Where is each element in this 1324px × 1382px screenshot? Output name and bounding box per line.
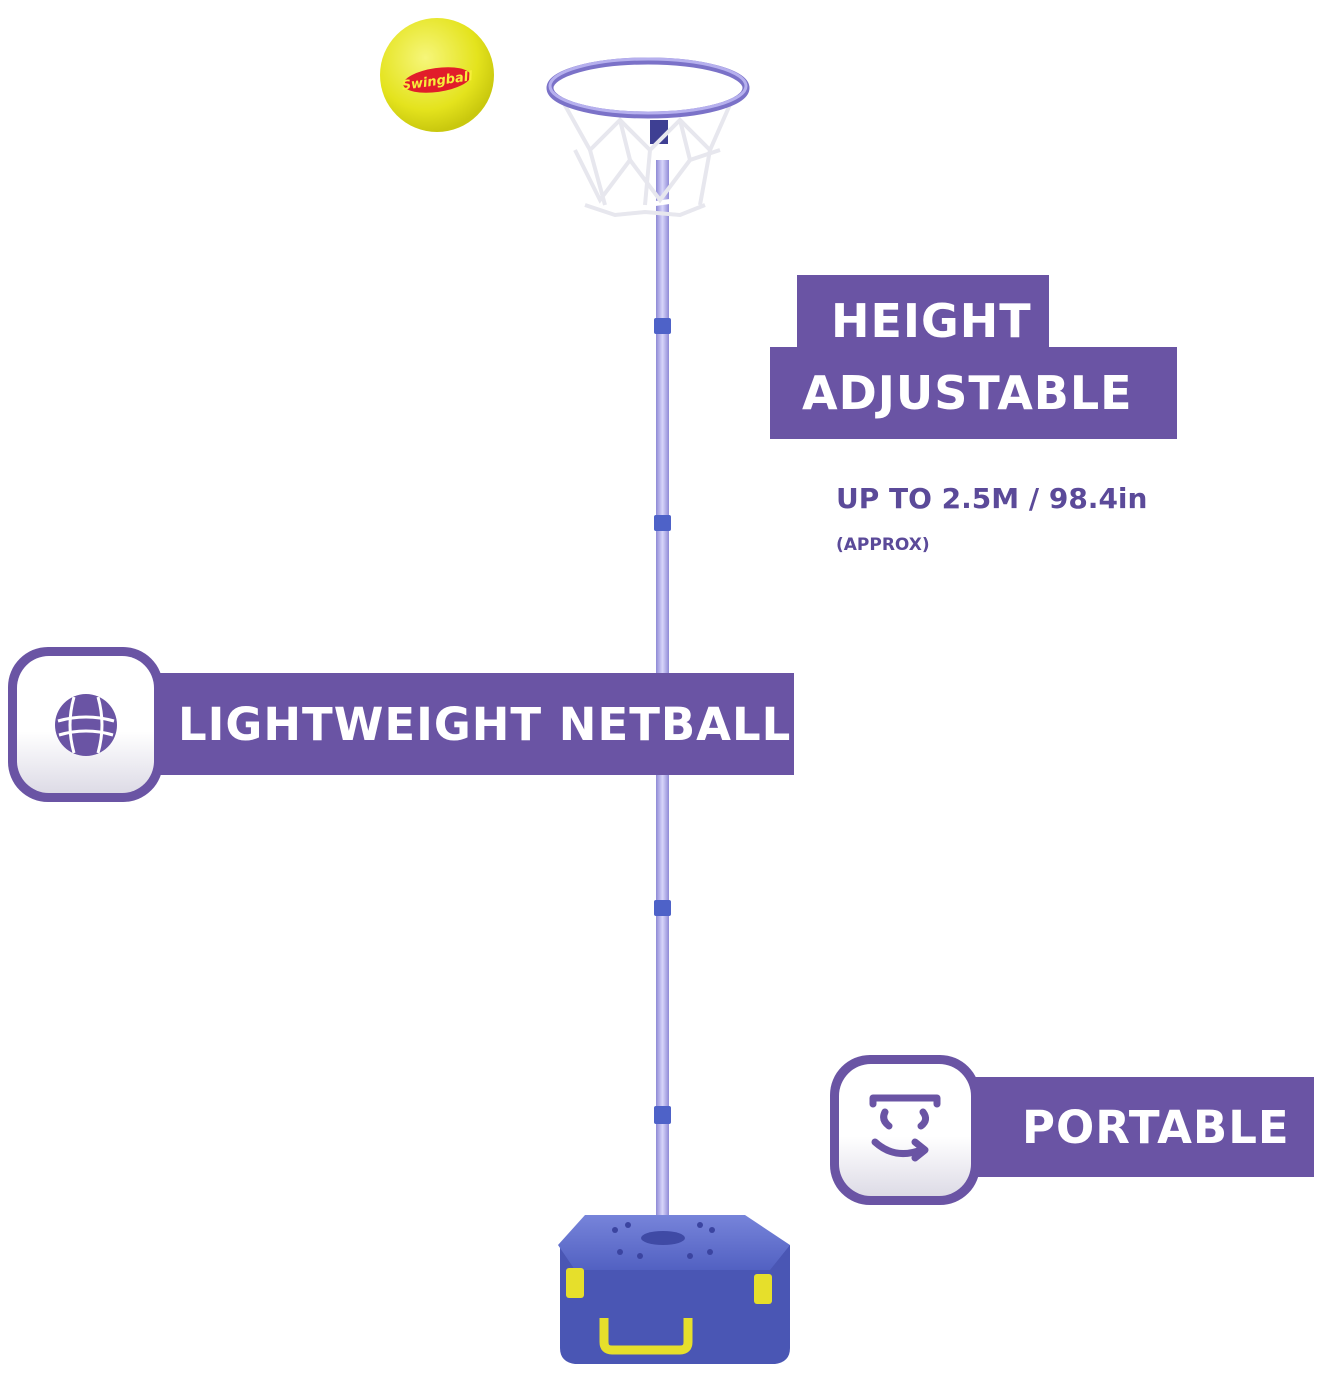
netball-feature-text: LIGHTWEIGHT NETBALL [178, 697, 792, 751]
base-case [558, 1215, 790, 1364]
height-title-line2: ADJUSTABLE [770, 347, 1177, 439]
netball-ball: Swingball [380, 18, 494, 132]
portable-feature-label: PORTABLE [962, 1077, 1314, 1177]
netball-feature-label: LIGHTWEIGHT NETBALL [142, 673, 794, 775]
height-spec: UP TO 2.5M / 98.4in [836, 482, 1148, 515]
portable-arrows-icon [869, 1094, 941, 1162]
height-title-line1-text: HEIGHT [831, 294, 1032, 348]
portable-icon-tile-inner [839, 1064, 971, 1196]
hoop [546, 57, 750, 218]
netball-icon [54, 693, 117, 756]
portable-icon-tile [830, 1055, 980, 1205]
netball-icon-tile [8, 647, 163, 802]
height-note: (APPROX) [836, 535, 930, 555]
netball-icon-tile-inner [17, 656, 154, 793]
portable-feature-text: PORTABLE [1022, 1100, 1290, 1154]
height-title-line2-text: ADJUSTABLE [802, 366, 1133, 420]
